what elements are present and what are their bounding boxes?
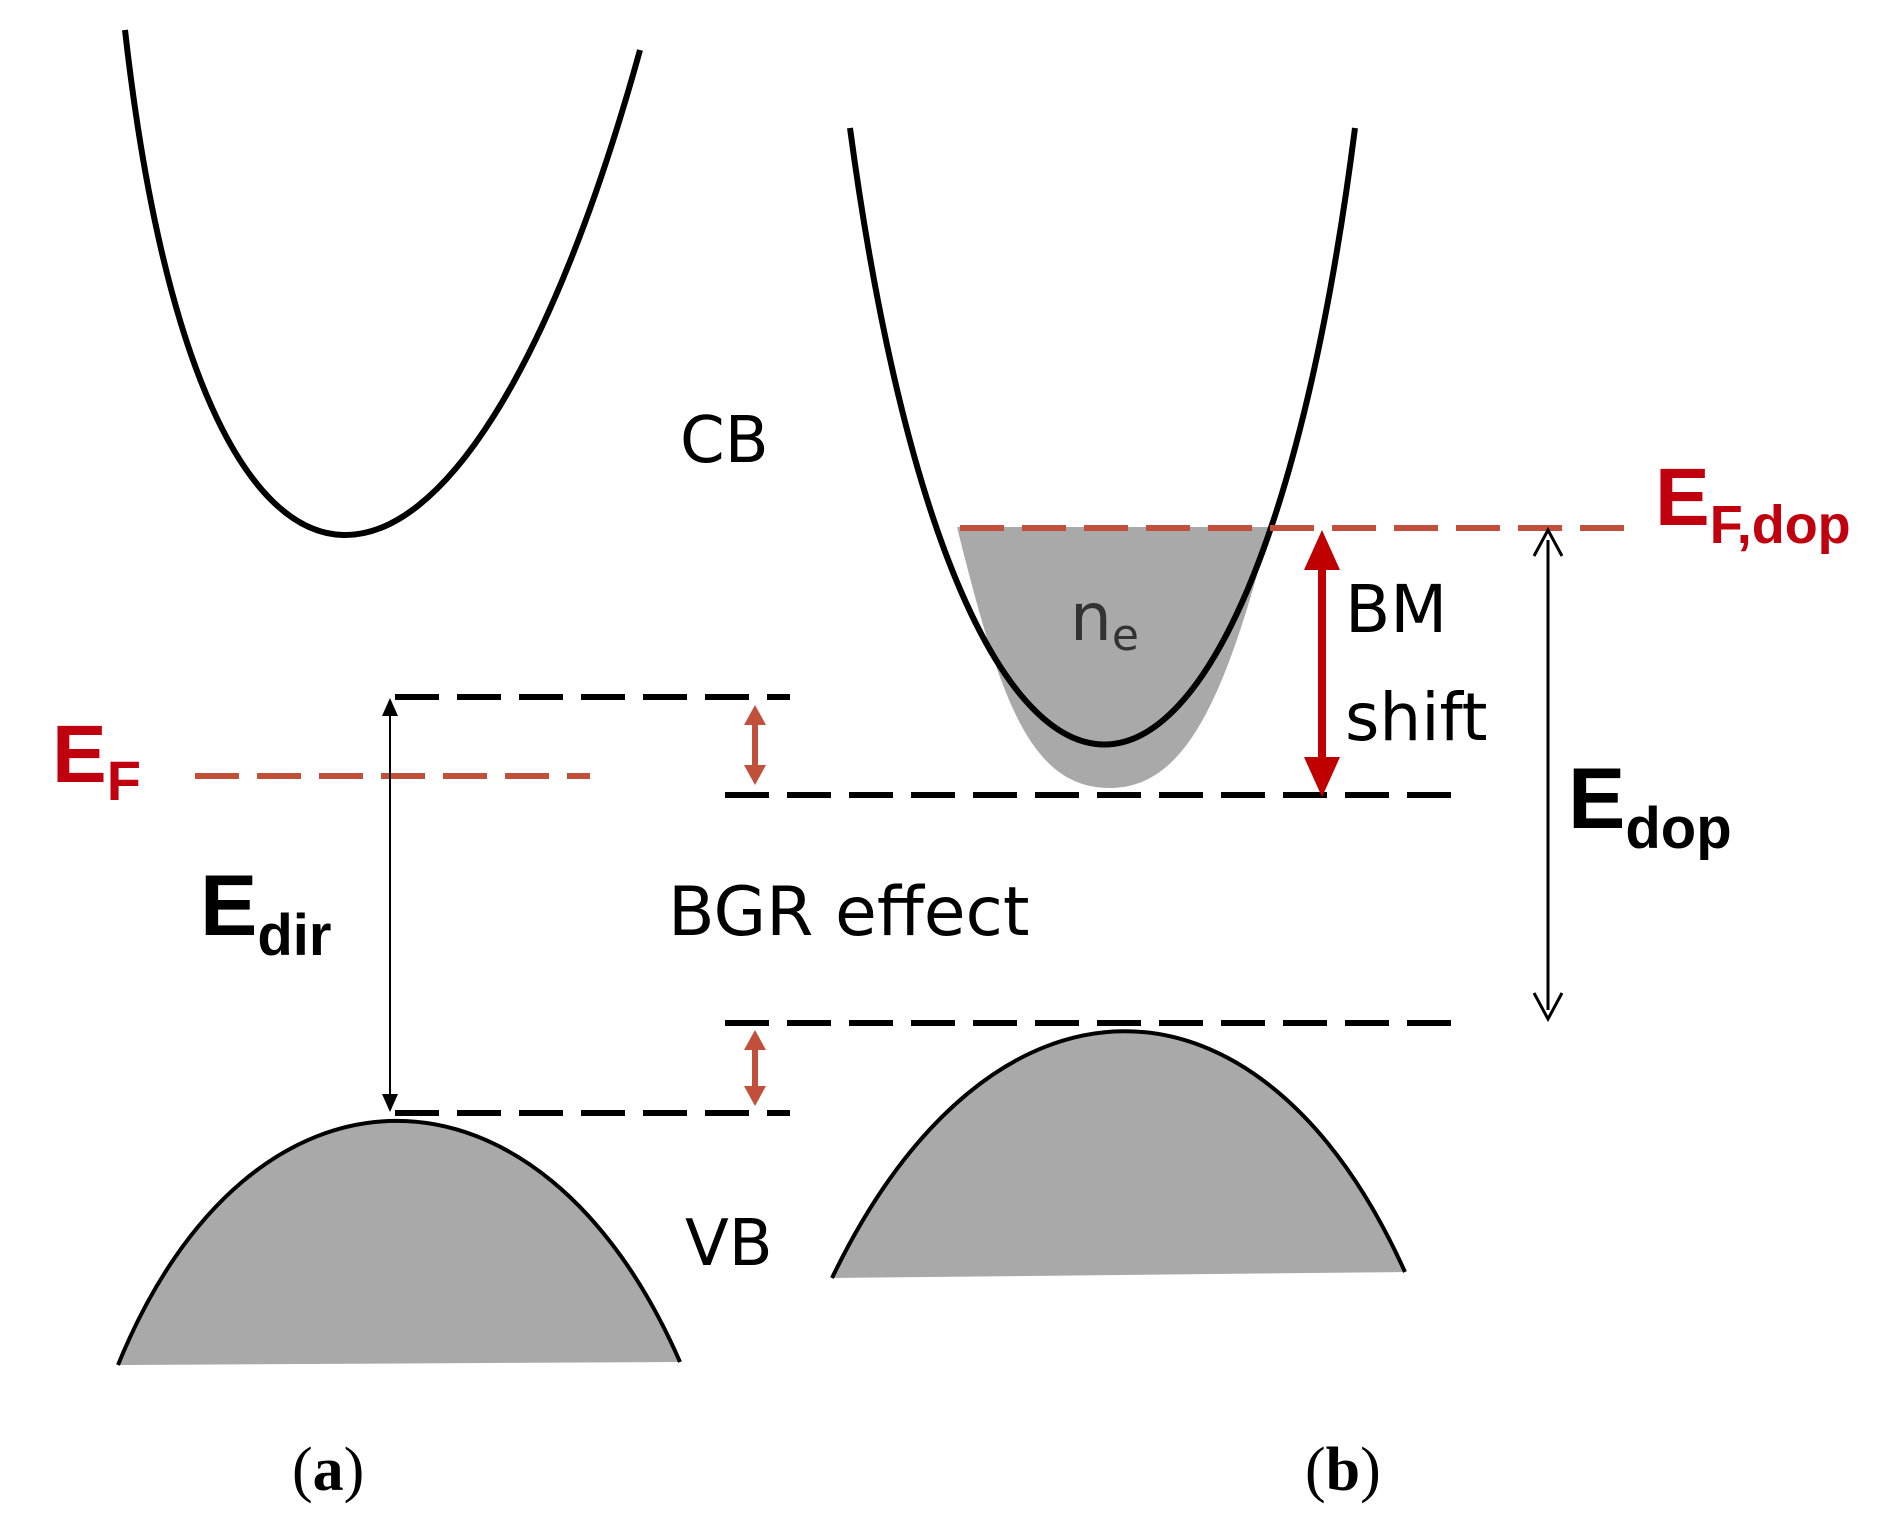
bgr-arrow-top-head-down xyxy=(744,765,766,785)
fermi-level-label-a: EF xyxy=(52,709,141,812)
caption-b-letter: b xyxy=(1326,1436,1360,1504)
bgr-arrow-bottom-head-down xyxy=(744,1086,766,1106)
bm-shift-label-line1: BM xyxy=(1345,571,1447,648)
conduction-band-b xyxy=(847,127,1358,748)
caption-b-open: ( xyxy=(1305,1436,1326,1504)
fermi-level-label-b-sub: F,dop xyxy=(1710,495,1851,555)
doped-gap-label-sub: dop xyxy=(1625,796,1731,861)
valence-band-b xyxy=(832,1031,1405,1278)
edop-arrow-head-bottom xyxy=(1532,992,1564,1023)
edop-arrow-head-top xyxy=(1532,526,1564,557)
vb-label: VB xyxy=(685,1207,773,1281)
bgr-arrow-top-head-up xyxy=(744,705,766,725)
bm-shift-label-line2: shift xyxy=(1345,679,1488,756)
fermi-level-label-b-main: E xyxy=(1655,452,1710,543)
bgr-arrow-bottom-head-up xyxy=(744,1030,766,1050)
fermi-level-label-a-sub: F xyxy=(107,749,141,812)
electron-density-label: ne xyxy=(1070,579,1139,661)
valence-band-b-edge xyxy=(830,1029,1407,1279)
fermi-level-label-a-main: E xyxy=(52,709,107,800)
cb-label: CB xyxy=(680,404,769,478)
edir-arrow-head-bottom xyxy=(382,1094,398,1112)
electron-density-main: n xyxy=(1070,579,1112,656)
caption-a: (a) xyxy=(292,1436,364,1504)
conduction-band-a xyxy=(122,29,643,538)
valence-band-a-edge xyxy=(116,1118,682,1366)
caption-a-letter: a xyxy=(313,1436,344,1504)
direct-gap-label: Edir xyxy=(200,858,332,968)
direct-gap-label-main: E xyxy=(200,858,257,954)
caption-b: (b) xyxy=(1305,1436,1381,1504)
bgr-effect-label: BGR effect xyxy=(668,873,1030,952)
electron-density-sub: e xyxy=(1112,610,1139,661)
doped-gap-label-main: E xyxy=(1568,751,1625,847)
doped-gap-label: Edop xyxy=(1568,751,1732,861)
edir-arrow-head-top xyxy=(382,698,398,716)
caption-a-open: ( xyxy=(292,1436,313,1504)
direct-gap-label-sub: dir xyxy=(257,903,331,968)
fermi-level-label-b: EF,dop xyxy=(1655,452,1851,555)
caption-b-close: ) xyxy=(1360,1436,1381,1504)
bm-shift-arrow-head-up xyxy=(1304,530,1340,570)
filled-electrons-region xyxy=(957,527,1270,788)
bm-shift-arrow-head-down xyxy=(1304,757,1340,797)
valence-band-a xyxy=(118,1120,680,1365)
caption-a-close: ) xyxy=(344,1436,365,1504)
